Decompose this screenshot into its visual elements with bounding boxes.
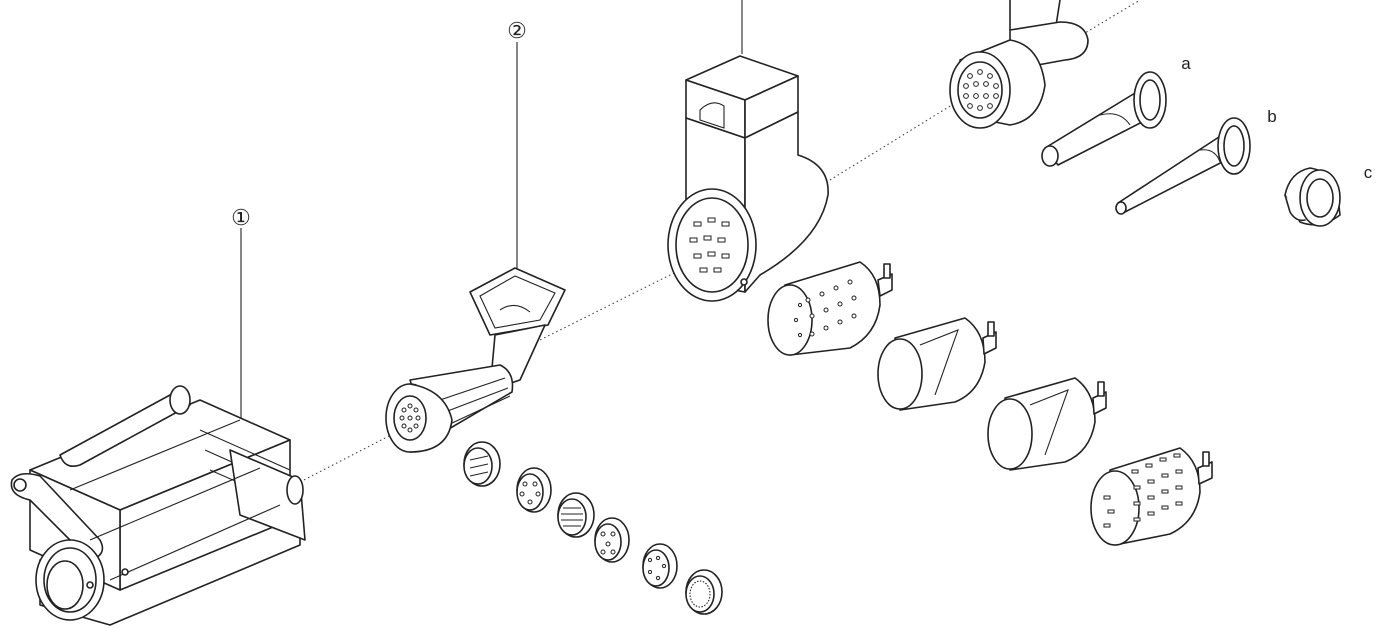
housing-drum-slots (689, 217, 730, 273)
stuffer-tube-c (1284, 167, 1341, 227)
callout-part-1: ① (231, 205, 251, 230)
food-grinder (385, 267, 566, 453)
die-3 (557, 492, 595, 538)
assembly-axis-line (299, 0, 1141, 483)
coarse-shredder-slots (1103, 453, 1183, 528)
callout-part-b: b (1267, 107, 1276, 126)
stuffer-tube-a (1041, 71, 1167, 167)
drum-thick-slicer (877, 317, 997, 411)
die-6 (685, 569, 723, 615)
callout-part-a: a (1181, 54, 1191, 73)
pasta-dies (463, 441, 723, 615)
grinder-plate-holes (399, 403, 421, 433)
grinder-head-holes (963, 69, 999, 111)
drum-thin-slicer (987, 377, 1107, 471)
drum-coarse-shredder (1090, 447, 1213, 546)
pasta-roller (10, 385, 306, 626)
die-2 (516, 467, 552, 513)
drum-fine-shredder (767, 261, 893, 356)
stuffer-tube-b (1115, 117, 1251, 215)
meat-grinder-head (949, 0, 1089, 129)
die-5 (642, 543, 678, 589)
callout-part-c: c (1364, 163, 1373, 182)
die-4 (594, 517, 630, 563)
callout-part-2: ② (507, 18, 527, 43)
die-1 (463, 441, 501, 487)
slicer-shredder-housing (667, 55, 829, 302)
slicer-drums (767, 261, 1213, 546)
